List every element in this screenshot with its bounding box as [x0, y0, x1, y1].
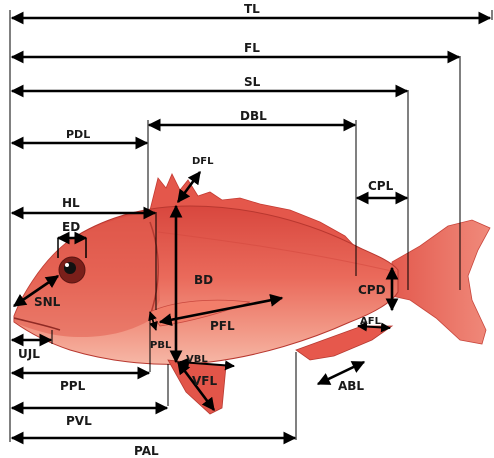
label-ppl: PPL — [60, 379, 86, 393]
label-fl: FL — [244, 41, 260, 55]
label-pvl: PVL — [66, 414, 92, 428]
label-hl: HL — [62, 196, 80, 210]
label-tl: TL — [244, 2, 260, 16]
label-vfl: VFL — [192, 374, 217, 388]
label-sl: SL — [244, 75, 261, 89]
caudal-fin — [392, 220, 490, 344]
label-cpd: CPD — [358, 283, 386, 297]
label-dbl: DBL — [240, 109, 267, 123]
fish-illustration — [14, 174, 490, 414]
label-vbl: VBL — [186, 354, 208, 365]
label-afl: AFL — [360, 316, 382, 327]
label-cpl: CPL — [368, 179, 394, 193]
label-bd: BD — [194, 273, 213, 287]
label-abl: ABL — [338, 379, 364, 393]
label-pal: PAL — [134, 444, 159, 458]
label-ed: ED — [62, 220, 80, 234]
label-ujl: UJL — [18, 347, 40, 361]
label-dfl: DFL — [192, 156, 214, 167]
label-pfl: PFL — [210, 319, 235, 333]
eye-highlight — [65, 263, 69, 267]
label-pbl: PBL — [150, 340, 172, 351]
label-pdl: PDL — [66, 128, 90, 141]
label-snl: SNL — [34, 295, 61, 309]
